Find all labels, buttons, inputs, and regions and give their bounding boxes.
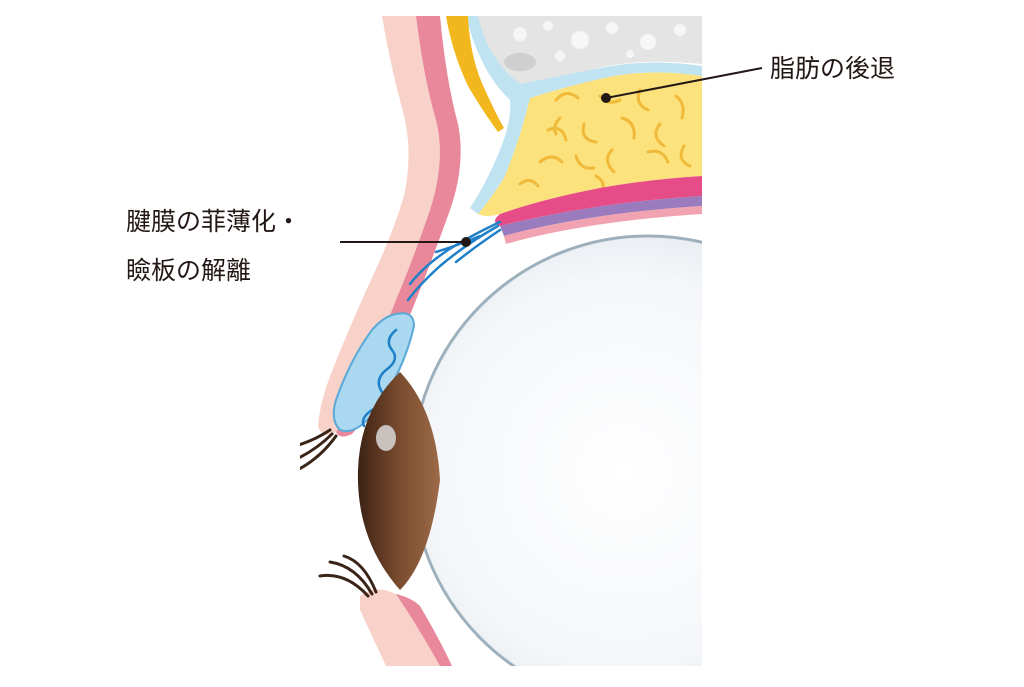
meibomian-gland <box>361 328 398 428</box>
fat-retreat-label: 脂肪の後退 <box>770 54 896 83</box>
upper-lid-skin <box>318 16 440 435</box>
aponeurosis-thinning-label: 腱膜の菲薄化・ <box>126 207 302 236</box>
fat-leader-line <box>605 67 763 99</box>
orbital-septum <box>466 16 702 214</box>
fat-leader-dot <box>601 93 611 103</box>
lower-lid-muscle <box>396 594 452 666</box>
tarsus-detachment-label: 瞼板の解離 <box>126 256 252 285</box>
tendon-leader-dot <box>461 237 471 247</box>
iris-highlight <box>376 425 396 451</box>
orbital-bone <box>478 16 702 84</box>
tarsal-plate <box>332 312 416 432</box>
bone-texture <box>504 21 686 71</box>
lower-lid-skin <box>360 589 440 666</box>
leader-lines <box>340 67 763 247</box>
orbicularis-muscle <box>336 16 461 437</box>
eyeball-sclera <box>410 234 702 666</box>
conjunctiva <box>504 206 702 244</box>
brow-fat-strip <box>446 16 504 132</box>
muller-muscle <box>500 196 702 236</box>
upper-eyelashes <box>300 428 338 471</box>
levator-aponeurosis <box>406 220 502 302</box>
iris <box>357 372 440 590</box>
fat-lobule-curls <box>518 88 692 192</box>
levator-muscle <box>495 176 702 226</box>
lower-eyelashes <box>318 554 378 598</box>
